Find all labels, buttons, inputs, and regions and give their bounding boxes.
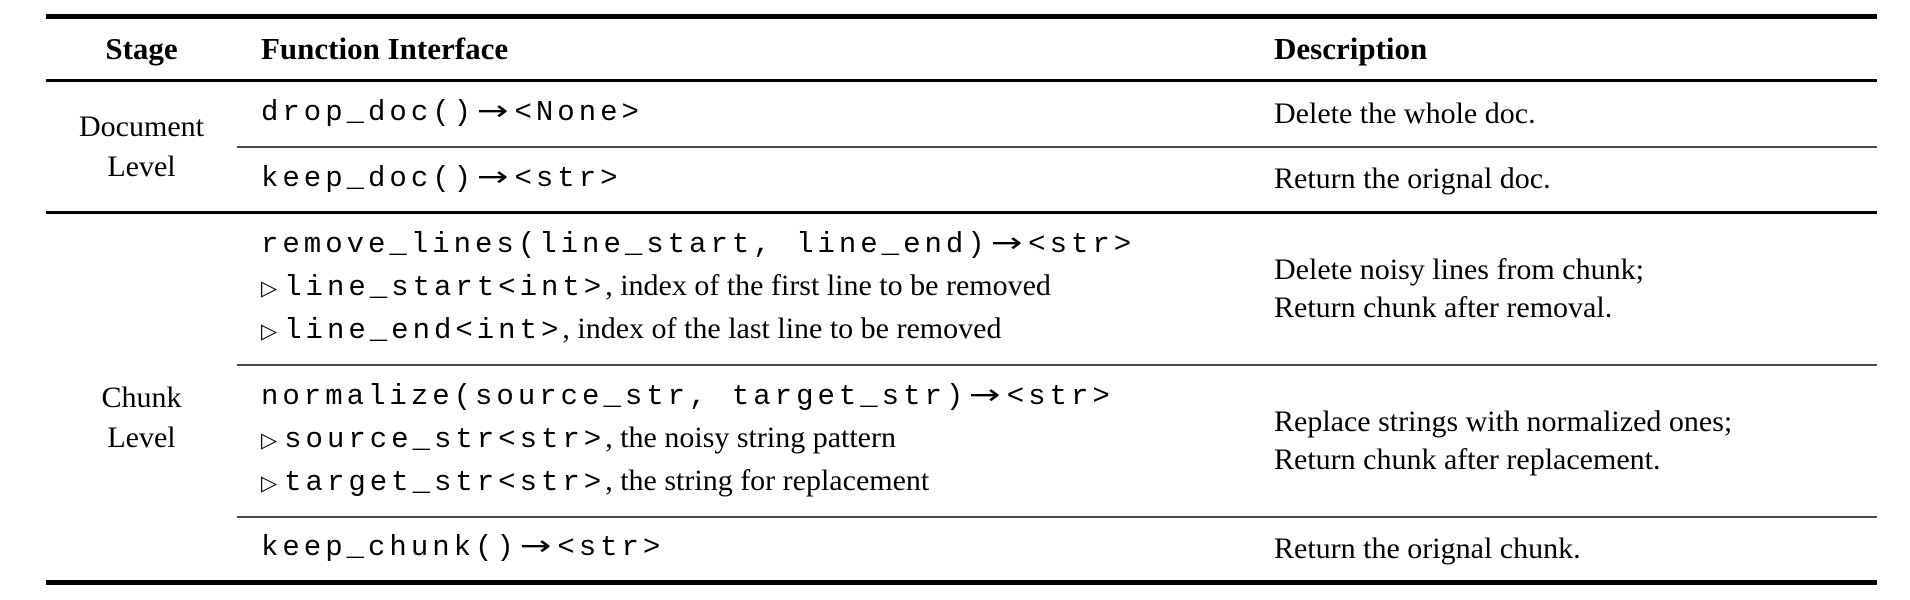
description-cell: Delete noisy lines from chunk; Return chu…: [1250, 212, 1877, 366]
return-arrow-icon: →: [476, 159, 509, 193]
description-cell: Delete the whole doc.: [1250, 80, 1877, 148]
description-line: Return the orignal chunk.: [1274, 531, 1581, 565]
param-triangle-icon: ▷: [261, 471, 278, 495]
return-type: <str>: [557, 531, 665, 565]
stage-column-header: Stage: [46, 16, 237, 82]
param-note: , the string for replacement: [605, 464, 930, 497]
function-signature-line: keep_doc()→<str>: [261, 158, 1242, 201]
param-triangle-icon: ▷: [261, 319, 278, 344]
stage-label-line: Level: [107, 421, 176, 454]
return-type: <str>: [1028, 228, 1136, 262]
param-note: , index of the first line to be removed: [605, 269, 1051, 303]
function-signature: keep_doc(): [261, 161, 476, 195]
parameter-line: ▷source_str<str>, the noisy string patte…: [261, 419, 1242, 462]
param-note: , index of the last line to be removed: [562, 312, 1002, 346]
return-arrow-icon: →: [990, 226, 1023, 260]
return-type: <str>: [1006, 380, 1114, 413]
stage-label-line: Chunk: [101, 381, 182, 414]
return-type: <str>: [514, 161, 622, 195]
description-line: Delete the whole doc.: [1274, 96, 1536, 130]
function-interface-table: Stage Function Interface Description Doc…: [46, 14, 1877, 585]
return-arrow-icon: →: [969, 378, 1001, 411]
description-line: Delete noisy lines from chunk;: [1274, 252, 1644, 286]
function-interface-column-header: Function Interface: [237, 16, 1250, 82]
param-triangle-icon: ▷: [261, 428, 278, 452]
function-signature: keep_chunk(): [261, 531, 518, 565]
description-line: Return chunk after replacement.: [1274, 442, 1661, 476]
description-column-header: Description: [1250, 16, 1877, 82]
stage-label-line: Document: [79, 109, 204, 143]
description-line: Return the orignal doc.: [1274, 162, 1551, 196]
return-arrow-icon: →: [519, 529, 552, 563]
header-row: Stage Function Interface Description: [46, 16, 1877, 82]
function-interface-cell: normalize(source_str, target_str)→<str>▷…: [237, 364, 1250, 518]
param-triangle-icon: ▷: [261, 276, 278, 301]
function-interface-cell: drop_doc()→<None>: [237, 80, 1250, 148]
function-interface-cell: remove_lines(line_start, line_end)→<str>…: [237, 212, 1250, 366]
param-name: source_str<str>: [284, 423, 606, 456]
param-note: , the noisy string pattern: [605, 421, 896, 454]
description-line: Return chunk after removal.: [1274, 290, 1613, 324]
parameter-line: ▷target_str<str>, the string for replace…: [261, 462, 1242, 505]
table-row: keep_doc()→<str> Return the orignal doc.: [46, 146, 1877, 214]
description-cell: Return the orignal doc.: [1250, 146, 1877, 214]
stage-label-line: Level: [107, 149, 176, 183]
function-interface-cell: keep_chunk()→<str>: [237, 517, 1250, 583]
function-signature: remove_lines(line_start, line_end): [261, 228, 989, 262]
function-signature: normalize(source_str, target_str): [261, 380, 968, 413]
description-cell: Replace strings with normalized ones; Ret…: [1250, 364, 1877, 518]
description-cell: Return the orignal chunk.: [1250, 517, 1877, 583]
parameter-line: ▷line_start<int>, index of the first lin…: [261, 267, 1242, 310]
return-type: <None>: [514, 96, 643, 130]
function-signature-line: normalize(source_str, target_str)→<str>: [261, 376, 1242, 419]
function-signature-line: drop_doc()→<None>: [261, 92, 1242, 135]
function-signature-line: remove_lines(line_start, line_end)→<str>: [261, 224, 1242, 267]
parameter-line: ▷line_end<int>, index of the last line t…: [261, 310, 1242, 353]
function-signature-line: keep_chunk()→<str>: [261, 527, 1242, 570]
param-name: line_end<int>: [284, 314, 563, 348]
description-line: Replace strings with normalized ones;: [1274, 404, 1733, 438]
param-name: line_start<int>: [284, 271, 606, 305]
return-arrow-icon: →: [476, 94, 509, 128]
table-row: keep_chunk()→<str> Return the orignal chu…: [46, 517, 1877, 583]
table-row: normalize(source_str, target_str)→<str>▷…: [46, 364, 1877, 518]
param-name: target_str<str>: [284, 466, 606, 499]
function-signature: drop_doc(): [261, 96, 476, 130]
function-interface-cell: keep_doc()→<str>: [237, 146, 1250, 214]
